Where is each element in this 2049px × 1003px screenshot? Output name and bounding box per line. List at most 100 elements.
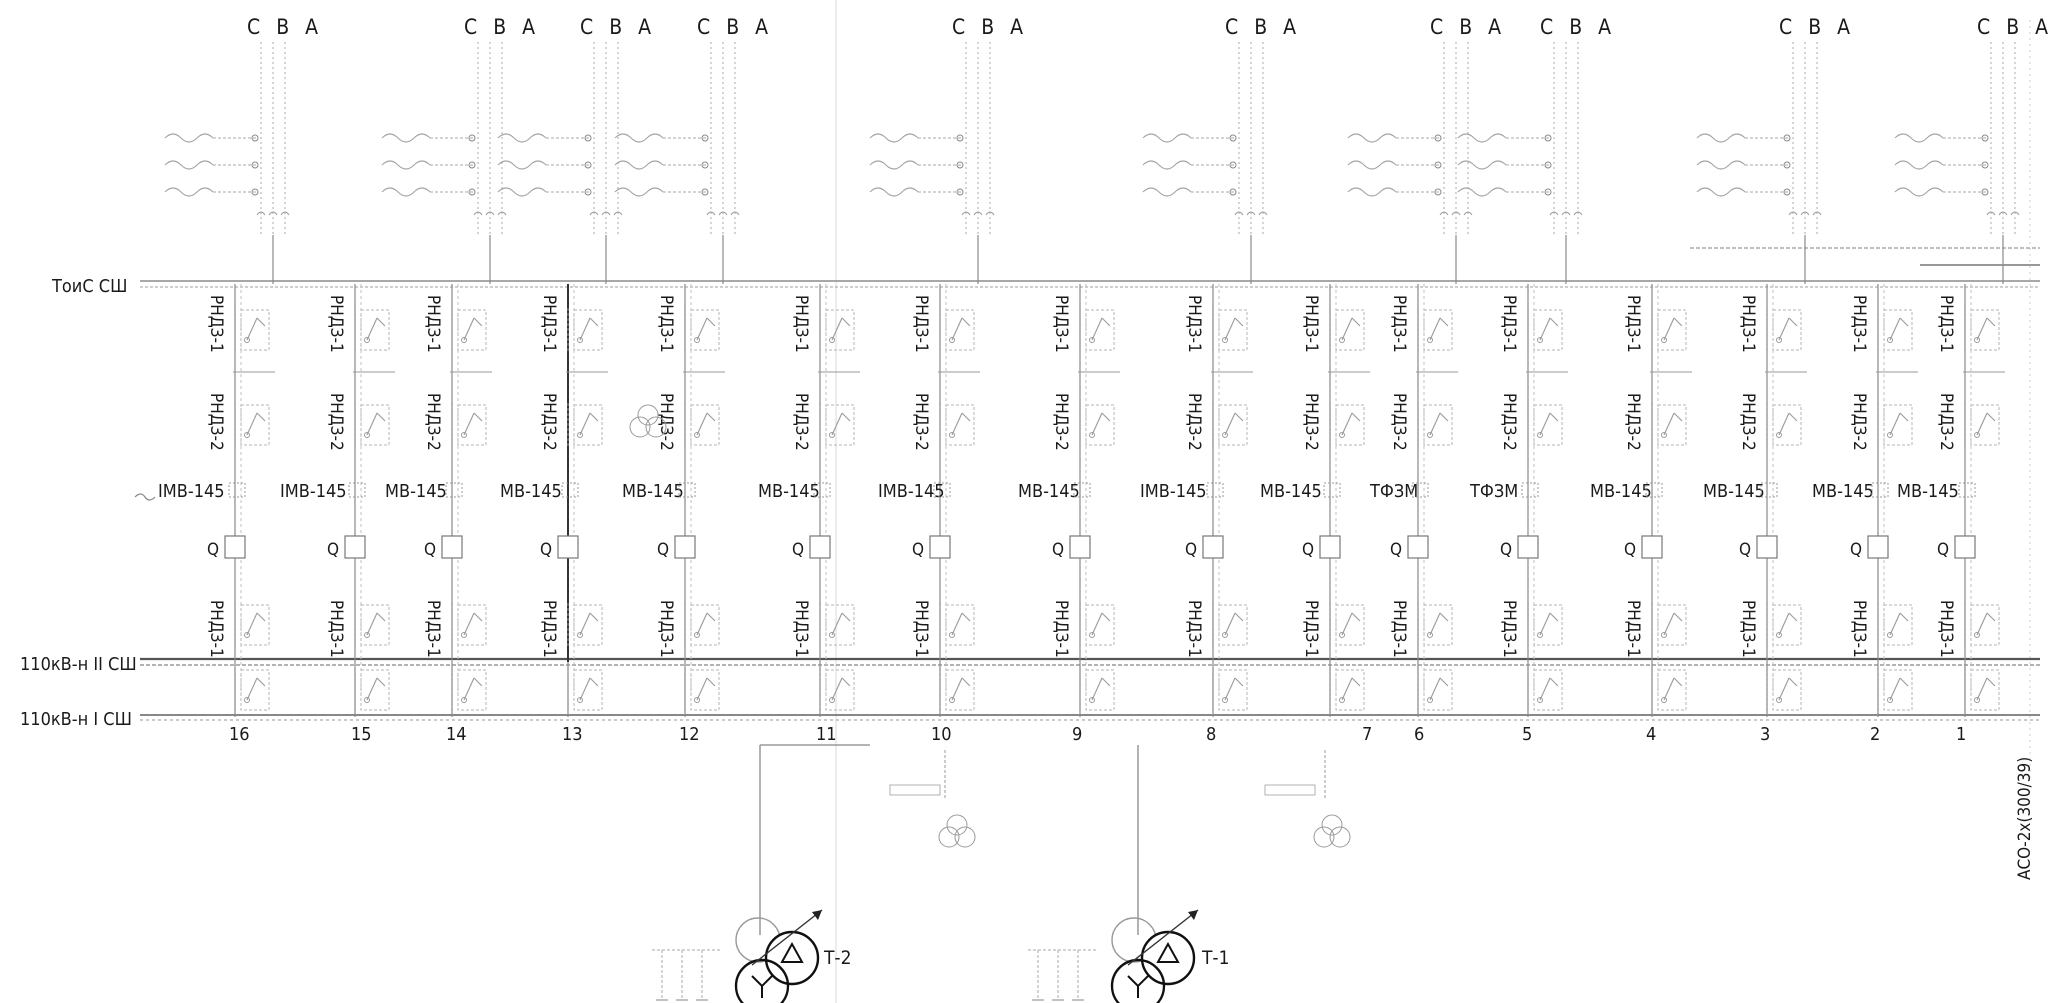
ct-glyph bbox=[1696, 160, 1746, 170]
phase-arc bbox=[589, 211, 599, 216]
breaker-label: IMB-145 bbox=[1140, 481, 1207, 502]
ct-glyph bbox=[1696, 133, 1746, 143]
rndz-bottom-label: РНДЗ-1 bbox=[656, 600, 676, 658]
q-breaker-box bbox=[1517, 535, 1539, 559]
rndz-bottom-label: РНДЗ-1 bbox=[1301, 600, 1321, 658]
phase-arc bbox=[961, 211, 971, 216]
phase-header-label: C B A bbox=[580, 15, 656, 39]
rndz-bottom-label: РНДЗ-1 bbox=[1738, 600, 1758, 658]
ct-glyph bbox=[1347, 133, 1397, 143]
rndz-bottom-label: РНДЗ-1 bbox=[1499, 600, 1519, 658]
q-label: Q bbox=[1052, 540, 1064, 560]
phase-arc bbox=[985, 211, 995, 216]
ct-glyph bbox=[1457, 187, 1507, 197]
q-breaker-box bbox=[344, 535, 366, 559]
phase-arc bbox=[1986, 211, 1996, 216]
rndz-top-label: РНДЗ-1 bbox=[656, 295, 676, 353]
rndz-bottom-label: РНДЗ-1 bbox=[1623, 600, 1643, 658]
phase-arc bbox=[730, 211, 740, 216]
q-label: Q bbox=[1390, 540, 1402, 560]
rndz-bottom-label: РНДЗ-1 bbox=[791, 600, 811, 658]
aux-cap bbox=[889, 784, 941, 796]
rndz-mid-label: РНДЗ-2 bbox=[1936, 393, 1956, 451]
breaker-label: IMB-145 bbox=[158, 481, 225, 502]
rndz-mid-label: РНДЗ-2 bbox=[1849, 393, 1869, 451]
rndz-mid-label: РНДЗ-2 bbox=[539, 393, 559, 451]
ct-glyph bbox=[497, 187, 547, 197]
cell-number: 13 bbox=[562, 724, 583, 745]
breaker-label: MB-145 bbox=[385, 481, 447, 502]
breaker-label: MB-145 bbox=[500, 481, 562, 502]
q-label: Q bbox=[792, 540, 804, 560]
phase-header-label: C B A bbox=[697, 15, 773, 39]
breaker-label: MB-145 bbox=[1703, 481, 1765, 502]
bus-ii-label: 110кВ-н II СШ bbox=[20, 654, 137, 675]
feeder-cells: C B AРНДЗ-1РНДЗ-2IMB-145QРНДЗ-116РНДЗ-1Р… bbox=[158, 15, 2048, 848]
regulation-arrow bbox=[1127, 909, 1199, 966]
phase-header-label: C B A bbox=[1779, 15, 1855, 39]
winding-star bbox=[734, 958, 790, 1003]
aux-cap bbox=[1264, 784, 1316, 796]
rndz-top-label: РНДЗ-1 bbox=[1499, 295, 1519, 353]
rndz-top-label: РНДЗ-1 bbox=[1051, 295, 1071, 353]
ct-glyph bbox=[497, 160, 547, 170]
ct-glyph bbox=[1347, 160, 1397, 170]
phase-header-label: C B A bbox=[1225, 15, 1301, 39]
phase-arc bbox=[1812, 211, 1822, 216]
regulation-arrow bbox=[751, 909, 823, 966]
ct-glyph bbox=[1696, 187, 1746, 197]
ct-glyph bbox=[1142, 160, 1192, 170]
phase-arc bbox=[473, 211, 483, 216]
q-label: Q bbox=[1739, 540, 1751, 560]
cell-number: 16 bbox=[229, 724, 250, 745]
transformer-label: Т-2 bbox=[823, 947, 851, 969]
breaker-glyph bbox=[1871, 482, 1889, 498]
phase-header-label: C B A bbox=[952, 15, 1028, 39]
winding-star bbox=[1110, 958, 1166, 1003]
q-label: Q bbox=[912, 540, 924, 560]
rndz-mid-label: РНДЗ-2 bbox=[791, 393, 811, 451]
q-label: Q bbox=[1624, 540, 1636, 560]
rndz-bottom-label: РНДЗ-1 bbox=[1936, 600, 1956, 658]
breaker-glyph bbox=[678, 482, 696, 498]
q-label: Q bbox=[1850, 540, 1862, 560]
cell-number: 10 bbox=[931, 724, 952, 745]
q-breaker-box bbox=[809, 535, 831, 559]
cell-number: 15 bbox=[351, 724, 372, 745]
breaker-label: MB-145 bbox=[1897, 481, 1959, 502]
q-label: Q bbox=[1937, 540, 1949, 560]
breaker-label: MB-145 bbox=[1812, 481, 1874, 502]
ct-glyph bbox=[614, 187, 664, 197]
cell-number: 12 bbox=[679, 724, 700, 745]
ct-glyph bbox=[381, 133, 431, 143]
q-label: Q bbox=[657, 540, 669, 560]
ct-glyph bbox=[164, 187, 214, 197]
cell-number: 7 bbox=[1362, 724, 1372, 745]
rndz-bottom-label: РНДЗ-1 bbox=[1389, 600, 1409, 658]
breaker-label: IMB-145 bbox=[878, 481, 945, 502]
phase-arc bbox=[1258, 211, 1268, 216]
q-label: Q bbox=[207, 540, 219, 560]
winding-delta bbox=[764, 930, 820, 986]
q-breaker-box bbox=[1756, 535, 1778, 559]
phase-arc bbox=[706, 211, 716, 216]
arrowhead bbox=[812, 910, 822, 920]
breaker-glyph bbox=[348, 482, 366, 498]
ct-glyph bbox=[1894, 133, 1944, 143]
cell-number: 5 bbox=[1522, 724, 1532, 745]
q-breaker-box bbox=[1069, 535, 1091, 559]
rndz-mid-label: РНДЗ-2 bbox=[1499, 393, 1519, 451]
ct-glyph bbox=[1457, 133, 1507, 143]
phase-arc bbox=[1800, 211, 1810, 216]
rndz-top-label: РНДЗ-1 bbox=[1623, 295, 1643, 353]
breaker-label: MB-145 bbox=[1590, 481, 1652, 502]
ct-glyph bbox=[869, 133, 919, 143]
winding-delta bbox=[1140, 930, 1196, 986]
q-breaker-box bbox=[1954, 535, 1976, 559]
